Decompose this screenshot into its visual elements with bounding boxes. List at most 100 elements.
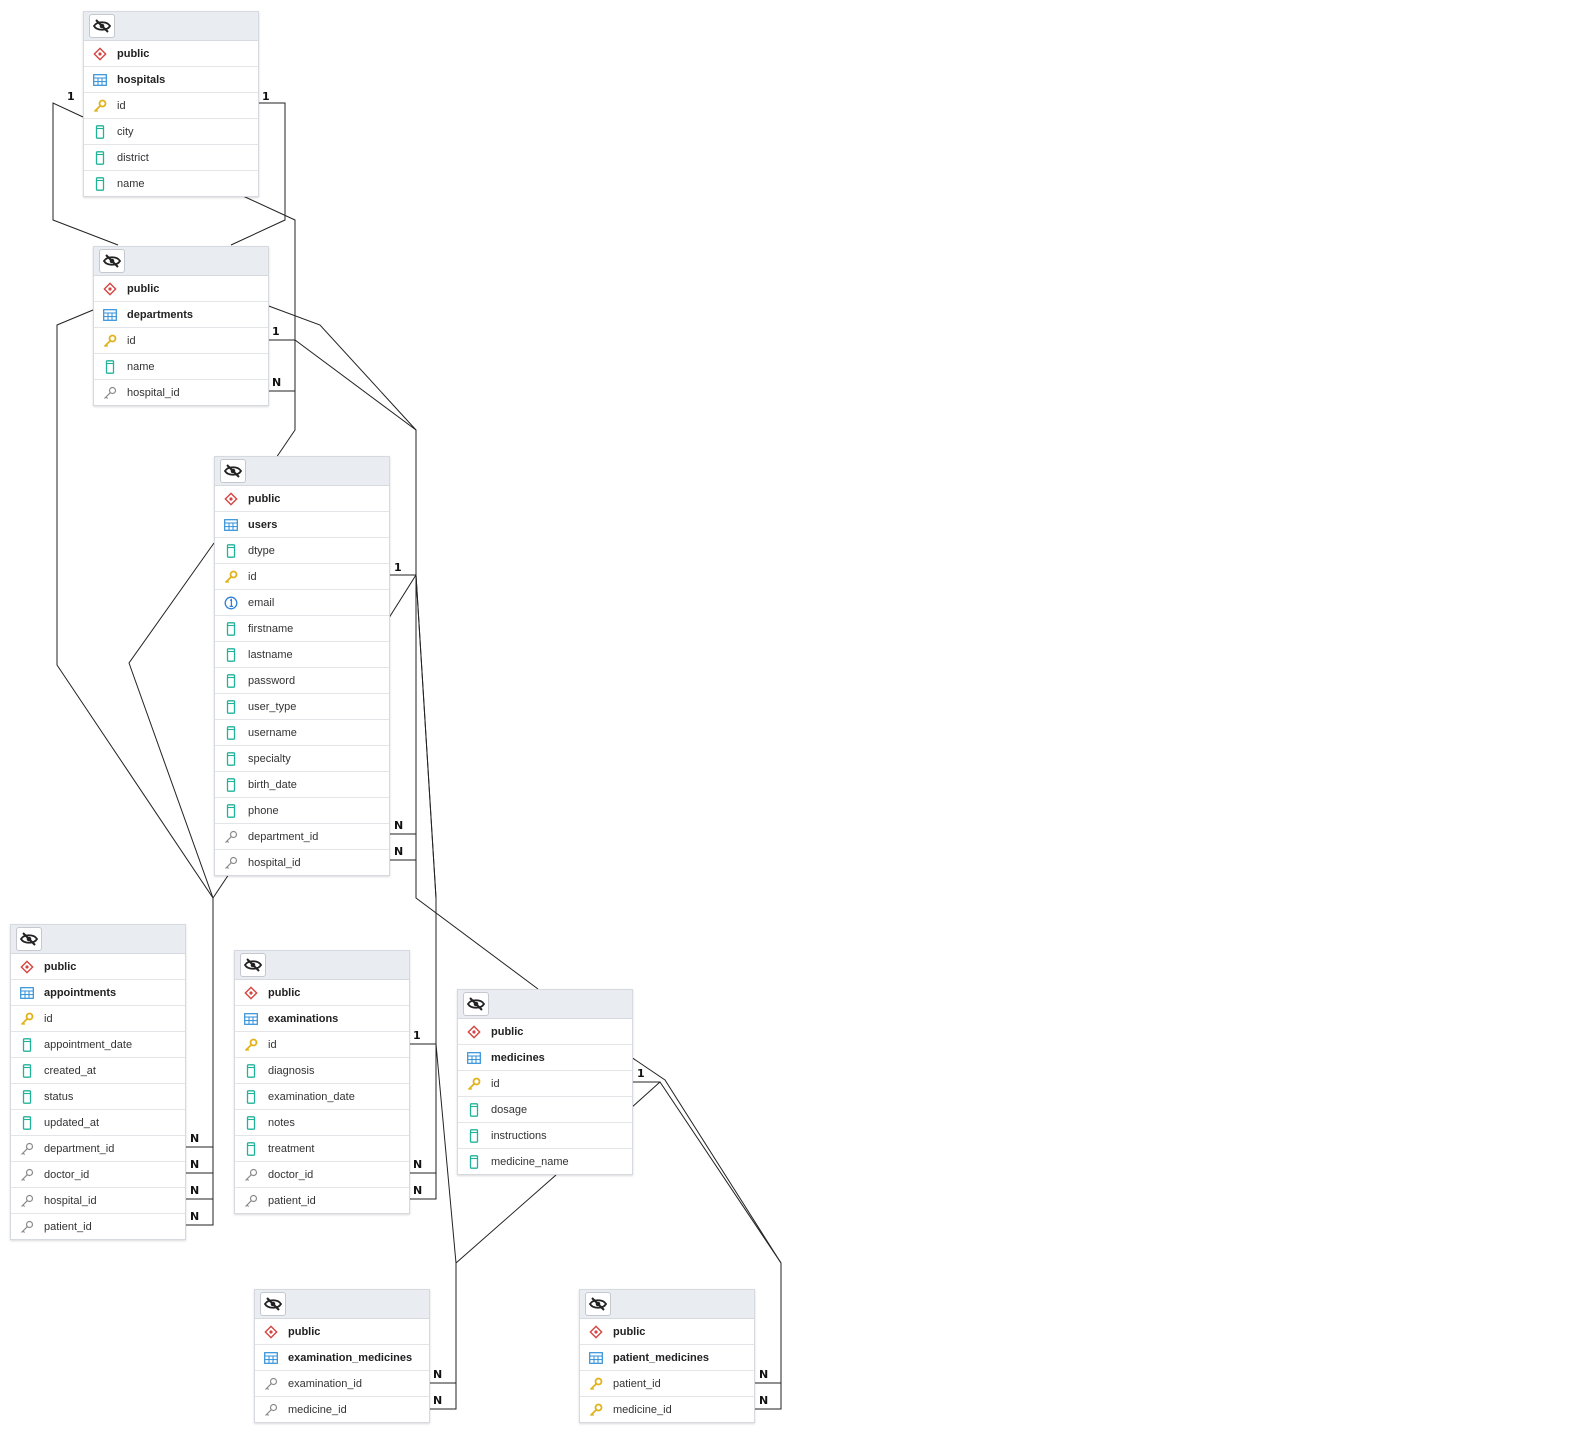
column-row[interactable]: id xyxy=(94,328,268,354)
table-name-row[interactable]: examinations xyxy=(235,1006,409,1032)
table-icon xyxy=(588,1350,604,1366)
column-row[interactable]: district xyxy=(84,145,258,171)
schema-row[interactable]: public xyxy=(255,1319,429,1345)
eye-off-icon[interactable] xyxy=(89,14,115,38)
eye-off-icon[interactable] xyxy=(260,1292,286,1316)
column-row[interactable]: created_at xyxy=(11,1058,185,1084)
column-row[interactable]: dtype xyxy=(215,538,389,564)
column-row[interactable]: name xyxy=(84,171,258,196)
column-row-label: patient_id xyxy=(613,1377,661,1390)
table-header[interactable] xyxy=(458,990,632,1019)
column-row[interactable]: patient_id xyxy=(11,1214,185,1239)
column-row-label: appointment_date xyxy=(44,1038,133,1051)
column-row[interactable]: email xyxy=(215,590,389,616)
schema-row[interactable]: public xyxy=(458,1019,632,1045)
cardinality-many: N xyxy=(433,1368,442,1381)
column-row[interactable]: hospital_id xyxy=(215,850,389,875)
eye-off-icon[interactable] xyxy=(99,249,125,273)
column-row[interactable]: user_type xyxy=(215,694,389,720)
column-row[interactable]: password xyxy=(215,668,389,694)
column-icon xyxy=(19,1115,35,1131)
column-row[interactable]: id xyxy=(235,1032,409,1058)
column-row[interactable]: status xyxy=(11,1084,185,1110)
schema-row[interactable]: public xyxy=(235,980,409,1006)
column-row[interactable]: hospital_id xyxy=(94,380,268,405)
schema-row[interactable]: public xyxy=(215,486,389,512)
relation-users-medicines xyxy=(415,575,539,990)
column-row[interactable]: instructions xyxy=(458,1123,632,1149)
table-name-row-label: medicines xyxy=(491,1051,545,1064)
table-name-row[interactable]: users xyxy=(215,512,389,538)
column-row[interactable]: appointment_date xyxy=(11,1032,185,1058)
column-row[interactable]: phone xyxy=(215,798,389,824)
column-row[interactable]: department_id xyxy=(11,1136,185,1162)
column-icon xyxy=(92,150,108,166)
column-row-label: email xyxy=(248,596,275,609)
column-row[interactable]: id xyxy=(458,1071,632,1097)
table-name-row[interactable]: examination_medicines xyxy=(255,1345,429,1371)
eye-off-icon[interactable] xyxy=(220,459,246,483)
column-row[interactable]: doctor_id xyxy=(11,1162,185,1188)
table-name-row[interactable]: medicines xyxy=(458,1045,632,1071)
table-header[interactable] xyxy=(215,457,389,486)
column-row[interactable]: medicine_id xyxy=(255,1397,429,1422)
column-row[interactable]: updated_at xyxy=(11,1110,185,1136)
eye-off-icon[interactable] xyxy=(16,927,42,951)
primary-key-icon xyxy=(223,569,239,585)
table-header[interactable] xyxy=(580,1290,754,1319)
column-row[interactable]: username xyxy=(215,720,389,746)
column-row[interactable]: id xyxy=(11,1006,185,1032)
column-row[interactable]: doctor_id xyxy=(235,1162,409,1188)
column-row[interactable]: birth_date xyxy=(215,772,389,798)
column-row[interactable]: dosage xyxy=(458,1097,632,1123)
column-row[interactable]: city xyxy=(84,119,258,145)
table-header[interactable] xyxy=(94,247,268,276)
column-row-label: medicine_name xyxy=(491,1155,569,1168)
column-row-label: medicine_id xyxy=(288,1403,347,1416)
column-row[interactable]: medicine_name xyxy=(458,1149,632,1174)
column-row[interactable]: id xyxy=(84,93,258,119)
column-row-label: birth_date xyxy=(248,778,297,791)
column-row[interactable]: notes xyxy=(235,1110,409,1136)
table-name-row[interactable]: patient_medicines xyxy=(580,1345,754,1371)
column-row[interactable]: hospital_id xyxy=(11,1188,185,1214)
column-row[interactable]: examination_date xyxy=(235,1084,409,1110)
column-row[interactable]: examination_id xyxy=(255,1371,429,1397)
column-row[interactable]: lastname xyxy=(215,642,389,668)
column-row[interactable]: patient_id xyxy=(235,1188,409,1213)
schema-row[interactable]: public xyxy=(94,276,268,302)
table-header[interactable] xyxy=(235,951,409,980)
column-row[interactable]: patient_id xyxy=(580,1371,754,1397)
table-header[interactable] xyxy=(84,12,258,41)
eye-off-icon[interactable] xyxy=(463,992,489,1016)
column-row[interactable]: specialty xyxy=(215,746,389,772)
column-row[interactable]: department_id xyxy=(215,824,389,850)
schema-row[interactable]: public xyxy=(580,1319,754,1345)
column-row[interactable]: medicine_id xyxy=(580,1397,754,1422)
eye-off-icon[interactable] xyxy=(585,1292,611,1316)
table-header[interactable] xyxy=(11,925,185,954)
table-name-row[interactable]: hospitals xyxy=(84,67,258,93)
schema-row[interactable]: public xyxy=(11,954,185,980)
table-name-row[interactable]: appointments xyxy=(11,980,185,1006)
column-row[interactable]: id xyxy=(215,564,389,590)
column-row-label: lastname xyxy=(248,648,293,661)
column-row[interactable]: treatment xyxy=(235,1136,409,1162)
column-row[interactable]: name xyxy=(94,354,268,380)
column-row-label: department_id xyxy=(248,830,319,843)
table-name-row[interactable]: departments xyxy=(94,302,268,328)
schema-row[interactable]: public xyxy=(84,41,258,67)
column-row[interactable]: diagnosis xyxy=(235,1058,409,1084)
table-header[interactable] xyxy=(255,1290,429,1319)
schema-row-label: public xyxy=(491,1025,524,1038)
column-row[interactable]: firstname xyxy=(215,616,389,642)
eye-off-icon[interactable] xyxy=(240,953,266,977)
